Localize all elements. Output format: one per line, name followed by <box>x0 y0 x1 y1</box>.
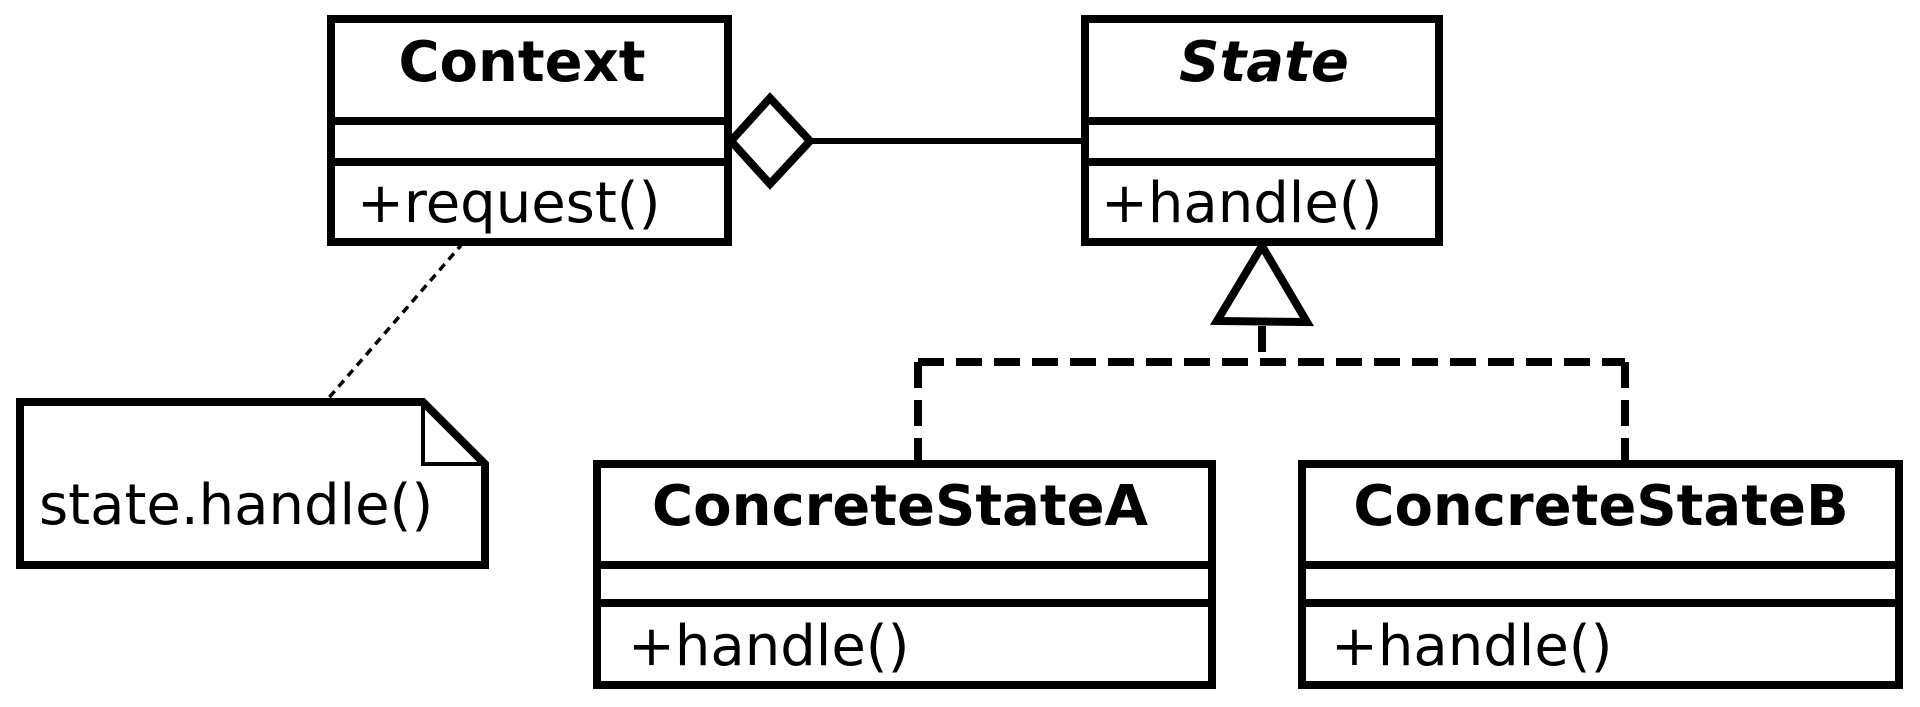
class-name: State <box>1179 30 1349 95</box>
class-operation: +handle() <box>1101 171 1382 236</box>
realization-connectors <box>914 326 1629 462</box>
class-name: ConcreteStateB <box>1353 474 1848 539</box>
class-name: Context <box>398 30 645 95</box>
class-state[interactable]: State +handle() <box>1081 15 1443 246</box>
class-operation: +handle() <box>1331 614 1612 679</box>
realization-arrowhead <box>1209 238 1315 327</box>
class-context[interactable]: Context +request() <box>327 15 732 246</box>
note-text: state.handle() <box>39 473 433 538</box>
note-anchor-line <box>325 241 465 402</box>
class-concrete-state-b[interactable]: ConcreteStateB +handle() <box>1298 460 1903 689</box>
note[interactable]: state.handle() <box>16 398 489 569</box>
aggregation-diamond <box>725 92 816 190</box>
class-concrete-state-a[interactable]: ConcreteStateA +handle() <box>593 460 1216 689</box>
class-operation: +request() <box>357 171 661 236</box>
class-name: ConcreteStateA <box>652 474 1149 539</box>
class-operation: +handle() <box>628 614 909 679</box>
